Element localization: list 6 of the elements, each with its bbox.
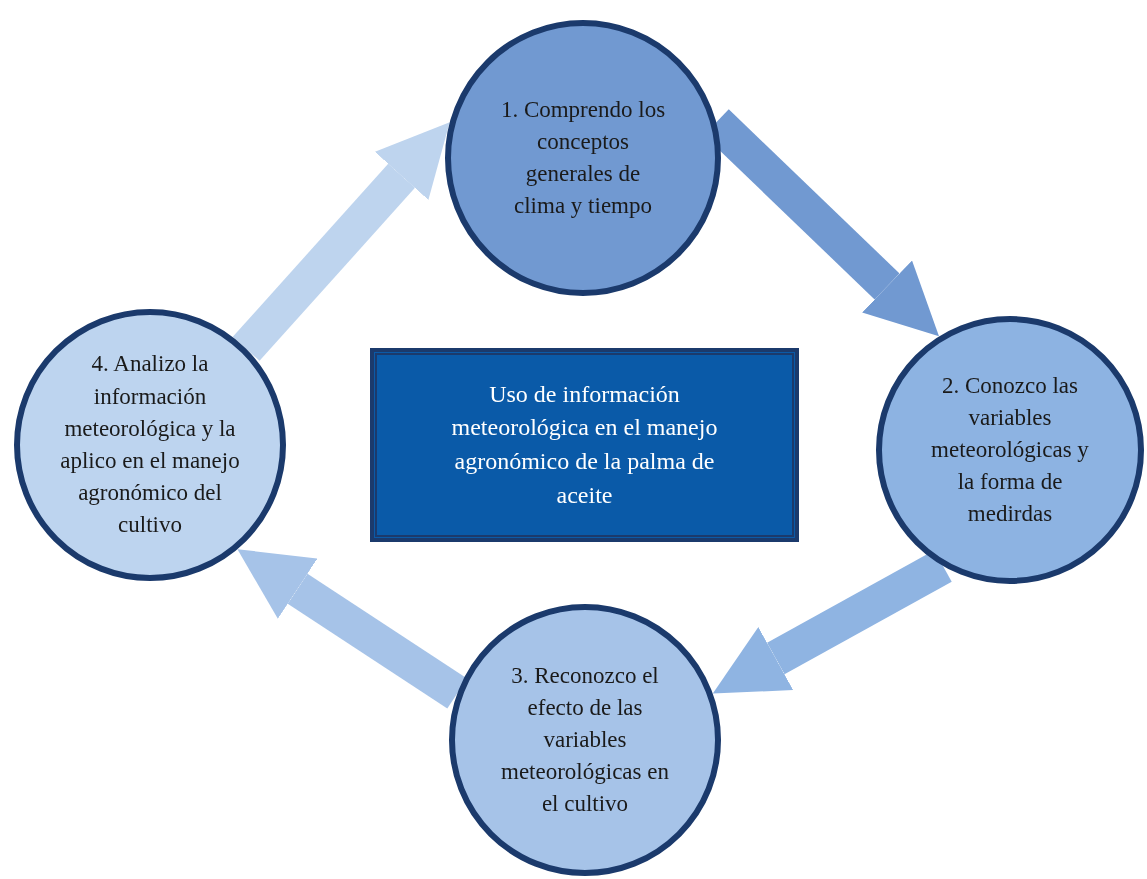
step-text: 1. Comprendo los conceptos generales de clima y tiempo (500, 95, 666, 221)
step-text: 3. Reconozco el efecto de las variables meteorológicas en el cultivo (500, 661, 670, 819)
step-text: 2. Conozco las variables meteorológicas y la forma de medirdas (930, 371, 1090, 529)
center-box (372, 350, 797, 540)
step-text: 4. Analizo la información meteorológica y la aplico en el manejo agronómico del cultivo (59, 350, 241, 540)
center-text: Uso de información meteorológica en el manejo agronómico de la palma de aceite (450, 379, 719, 510)
